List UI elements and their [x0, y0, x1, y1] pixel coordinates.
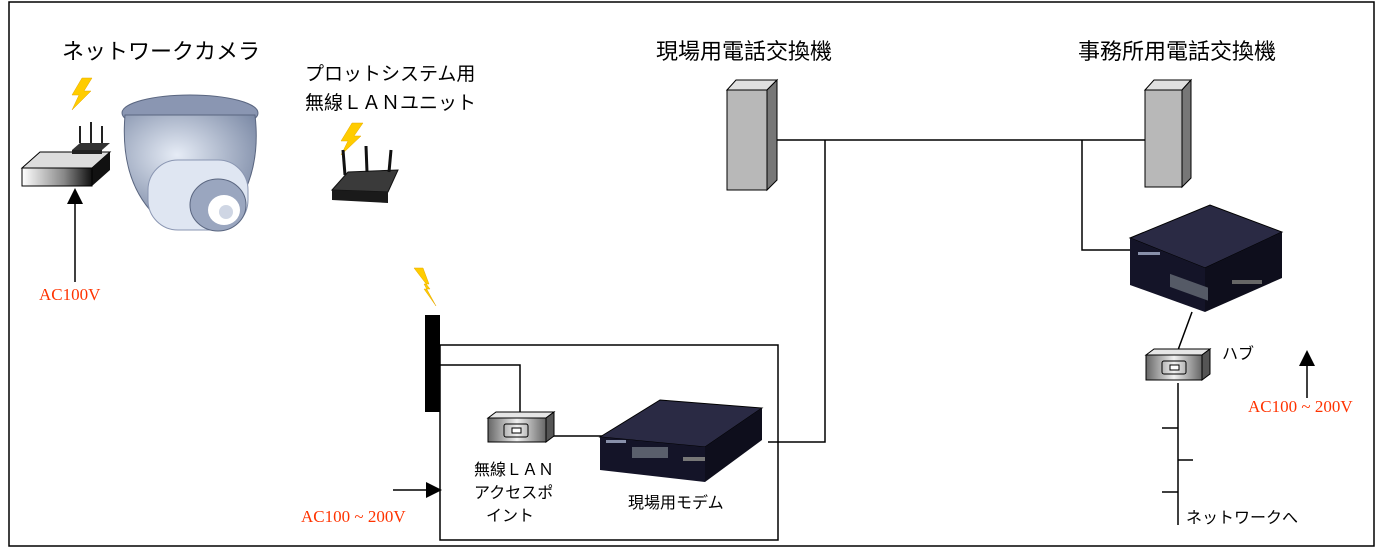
label-plot-wlan-line1: プロットシステム用: [305, 63, 476, 85]
office-modem-icon: [1128, 204, 1284, 312]
label-power-office: AC100 ~ 200V: [1248, 397, 1353, 416]
label-power-site: AC100 ~ 200V: [301, 507, 406, 526]
label-ap-line3: イント: [486, 506, 535, 525]
label-office-pbx: 事務所用電話交換機: [1078, 40, 1277, 65]
site-modem-icon: [598, 399, 764, 482]
camera-transmitter-icon: [20, 122, 112, 187]
power-arrows: [67, 188, 1315, 498]
network-camera-icon: [121, 94, 259, 232]
label-ap-line1: 無線ＬＡＮ: [474, 460, 555, 479]
site-pbx-icon: [725, 78, 779, 192]
label-plot-wlan-line2: 無線ＬＡＮユニット: [305, 92, 477, 114]
site-antenna-pole: [425, 315, 440, 412]
label-hub: ハブ: [1222, 344, 1255, 363]
diagram-frame: [8, 1, 1375, 547]
label-power-camera: AC100V: [39, 285, 101, 304]
hub-icon: [1144, 348, 1212, 381]
label-site-pbx: 現場用電話交換機: [656, 40, 833, 65]
label-site-modem: 現場用モデム: [628, 493, 724, 512]
lightning-icons: [71, 77, 437, 307]
label-ap-line2: アクセスポ: [474, 483, 554, 502]
label-network-camera: ネットワークカメラ: [62, 40, 261, 65]
lightning-icon-site: [413, 267, 437, 307]
connection-lines: [439, 139, 1193, 541]
plot-wlan-router-icon: [330, 145, 399, 203]
lightning-icon-camera: [71, 77, 93, 111]
office-pbx-icon: [1143, 78, 1193, 189]
label-to-network: ネットワークへ: [1186, 508, 1299, 527]
access-point-icon: [486, 411, 556, 443]
lightning-icon-plot: [340, 122, 364, 156]
